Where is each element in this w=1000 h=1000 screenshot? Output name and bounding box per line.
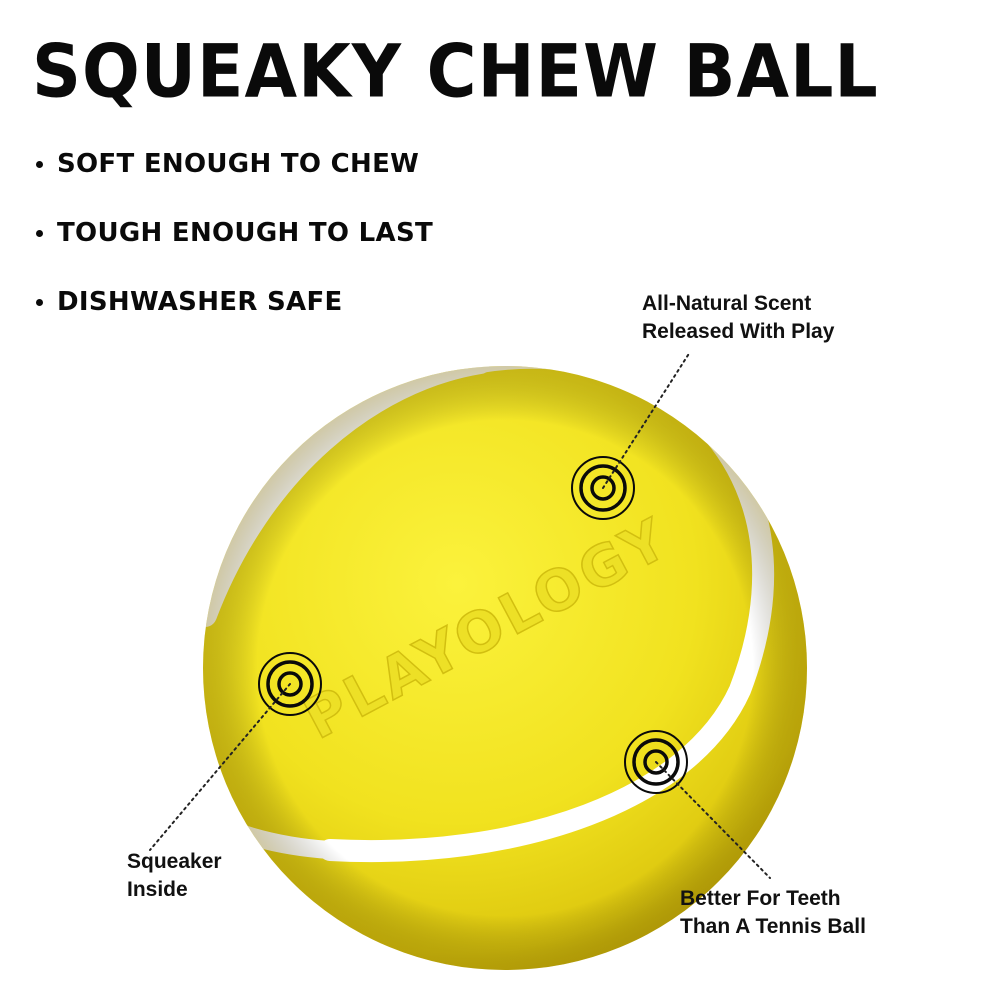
- feature-text: TOUGH ENOUGH TO LAST: [57, 218, 434, 248]
- scent-target-icon: [571, 456, 635, 520]
- callout-teeth-line2: Than A Tennis Ball: [680, 915, 866, 938]
- feature-list: SOFT ENOUGH TO CHEW TOUGH ENOUGH TO LAST…: [36, 146, 433, 353]
- squeaker-leader-line: [149, 683, 291, 851]
- teeth-target-icon: [624, 730, 688, 794]
- callout-squeaker-line1: Squeaker: [127, 850, 222, 873]
- callout-scent: All-Natural Scent Released With Play: [642, 290, 834, 346]
- callout-scent-line2: Released With Play: [642, 320, 835, 343]
- callout-squeaker: Squeaker Inside: [127, 848, 222, 904]
- callout-squeaker-line2: Inside: [127, 878, 188, 901]
- bullet-dot-icon: [36, 229, 43, 237]
- callout-teeth: Better For Teeth Than A Tennis Ball: [680, 885, 866, 941]
- feature-item: TOUGH ENOUGH TO LAST: [36, 215, 433, 251]
- bullet-dot-icon: [36, 298, 43, 306]
- callout-scent-line1: All-Natural Scent: [642, 292, 812, 315]
- bullet-dot-icon: [36, 160, 43, 168]
- feature-item: SOFT ENOUGH TO CHEW: [36, 146, 433, 182]
- callout-teeth-line1: Better For Teeth: [680, 887, 841, 910]
- feature-text: SOFT ENOUGH TO CHEW: [57, 149, 420, 179]
- feature-item: DISHWASHER SAFE: [36, 284, 433, 320]
- squeaker-target-icon: [258, 652, 322, 716]
- scent-leader-line: [602, 351, 691, 489]
- product-title: SQUEAKY CHEW BALL: [32, 29, 879, 115]
- feature-text: DISHWASHER SAFE: [57, 287, 343, 317]
